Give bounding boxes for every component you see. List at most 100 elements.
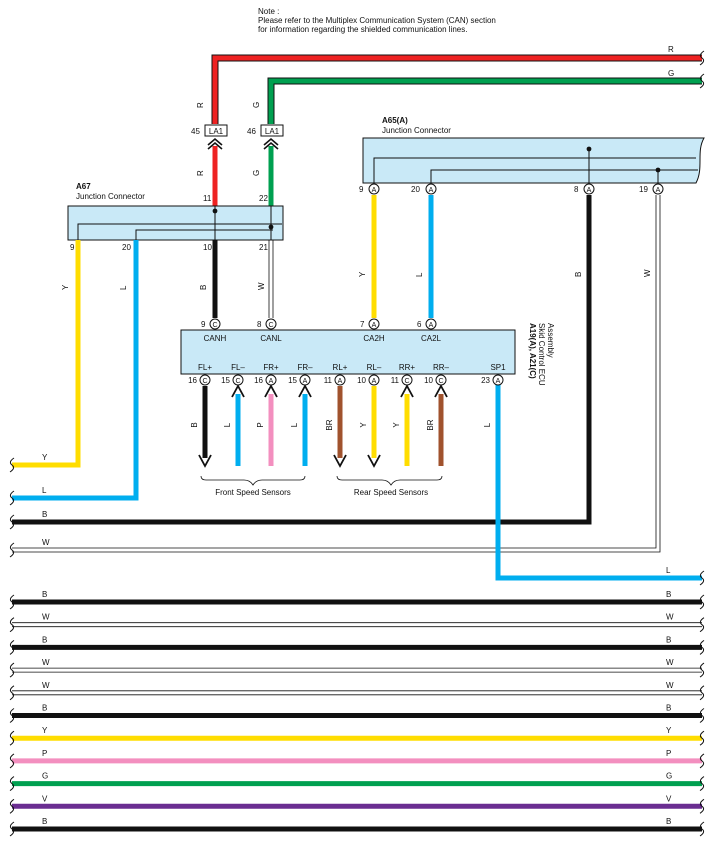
- green-wire-code-above: G: [252, 102, 261, 108]
- break-mark-icon: [9, 639, 15, 655]
- pin-signal-name: RL–: [367, 363, 382, 372]
- wire-right-code: V: [666, 794, 672, 803]
- wire-right-code: B: [666, 635, 671, 644]
- arrow-up-icon: [400, 384, 414, 398]
- wire-color-code: L: [223, 422, 232, 427]
- break-mark-icon: [9, 490, 15, 506]
- wire-color-code: L: [290, 422, 299, 427]
- wire-color-code: BR: [426, 419, 435, 430]
- a67-pin-10: 10: [203, 243, 212, 252]
- pin-circle: [209, 318, 221, 330]
- a65-pin-19-conn: A: [656, 187, 661, 194]
- break-mark-icon: [9, 798, 15, 814]
- pin-connector-letter: A: [372, 322, 377, 329]
- a67-internal-line-1: [77, 223, 282, 240]
- a67-pin-21: 21: [259, 243, 268, 252]
- pin-circle: [401, 374, 413, 386]
- a67-box: [67, 205, 284, 241]
- sp1-wire: [495, 383, 702, 581]
- pin-circle: [232, 374, 244, 386]
- a65-black-wire: [12, 195, 592, 525]
- break-mark-icon: [699, 662, 705, 678]
- pin-signal-name: FL+: [198, 363, 212, 372]
- pin-number: 11: [324, 376, 333, 385]
- a67-white-code: W: [257, 282, 266, 290]
- a65-pin-20-conn: A: [429, 187, 434, 194]
- note-line-2: for information regarding the shielded c…: [258, 25, 467, 34]
- note-line-1: Please refer to the Multiplex Communicat…: [258, 16, 496, 25]
- pin-circle: [368, 318, 380, 330]
- pin-signal-name: RR+: [399, 363, 416, 372]
- wire-right-code: P: [666, 749, 671, 758]
- arrow-up-icon: [298, 384, 312, 398]
- arrow-up-icon: [231, 384, 245, 398]
- wire-left-code: G: [42, 772, 48, 781]
- break-mark-icon: [699, 708, 705, 723]
- a65-internal-line-2: [430, 169, 698, 183]
- a67-connector: A67 Junction Connector 11 22 9 20 10 21: [67, 182, 284, 252]
- pin-connector-letter: A: [303, 378, 308, 385]
- pin-connector-letter: A: [338, 378, 343, 385]
- break-mark-icon: [699, 685, 705, 701]
- la1-left-label: LA1: [209, 127, 224, 136]
- red-wire-code-below: R: [196, 170, 205, 176]
- rear-sensors-bracket: [336, 475, 443, 486]
- pin-connector-letter: C: [235, 378, 240, 385]
- break-mark-icon: [699, 753, 705, 769]
- break-mark-icon: [9, 685, 15, 701]
- pin-number: 15: [221, 376, 230, 385]
- a67-junction-dot-2: [268, 224, 274, 230]
- a65-pin-19: 19: [639, 185, 648, 194]
- pin-circle: [299, 374, 311, 386]
- a65-junction-dot-2: [655, 167, 661, 173]
- break-mark-icon: [699, 730, 705, 746]
- a65-pin-9: 9: [359, 185, 364, 194]
- a65-blue-code: L: [415, 272, 424, 277]
- a65-pin-9-conn: A: [372, 187, 377, 194]
- a65-white-code: W: [643, 269, 652, 277]
- pin-signal-name: CANH: [204, 334, 227, 343]
- wire-color-code: BR: [325, 419, 334, 430]
- green-wire-right-code: G: [668, 69, 674, 78]
- wire-right-code: Y: [666, 726, 672, 735]
- wire-color-code: B: [190, 422, 199, 427]
- a65-wires: Y L B W B W: [12, 195, 661, 553]
- wire-left-code: B: [42, 635, 47, 644]
- break-mark-icon: [9, 617, 15, 633]
- pin-connector-letter: A: [372, 378, 377, 385]
- pin-circle: [265, 318, 277, 330]
- break-mark-icon: [699, 821, 705, 837]
- pin-signal-name: FR+: [263, 363, 279, 372]
- pin-connector-letter: C: [438, 378, 443, 385]
- green-wire-code-below: G: [252, 170, 261, 176]
- sensor-brackets: Front Speed Sensors Rear Speed Sensors: [200, 475, 443, 497]
- arrow-down-icon: [333, 454, 347, 468]
- red-wire-outline: [211, 54, 702, 124]
- pin-number: 9: [201, 320, 206, 329]
- ecu: A19(A), A21(C) Skid Control ECU Assembly…: [180, 318, 555, 468]
- sp1-wire-code: L: [666, 566, 671, 575]
- wire-color-code: Y: [359, 422, 368, 428]
- break-mark-icon: [699, 617, 705, 633]
- la1-left-chevron-icon: [207, 137, 223, 150]
- white-wire-bottom-code: W: [42, 538, 50, 547]
- a65-pin-9-circle: [368, 183, 380, 195]
- a65-pin-8-circle: [583, 183, 595, 195]
- break-mark-icon: [9, 542, 15, 558]
- a67-yellow-wire: [12, 240, 81, 468]
- pin-number: 23: [481, 376, 490, 385]
- rear-sensors-label: Rear Speed Sensors: [354, 488, 428, 497]
- break-mark-icon: [9, 821, 15, 837]
